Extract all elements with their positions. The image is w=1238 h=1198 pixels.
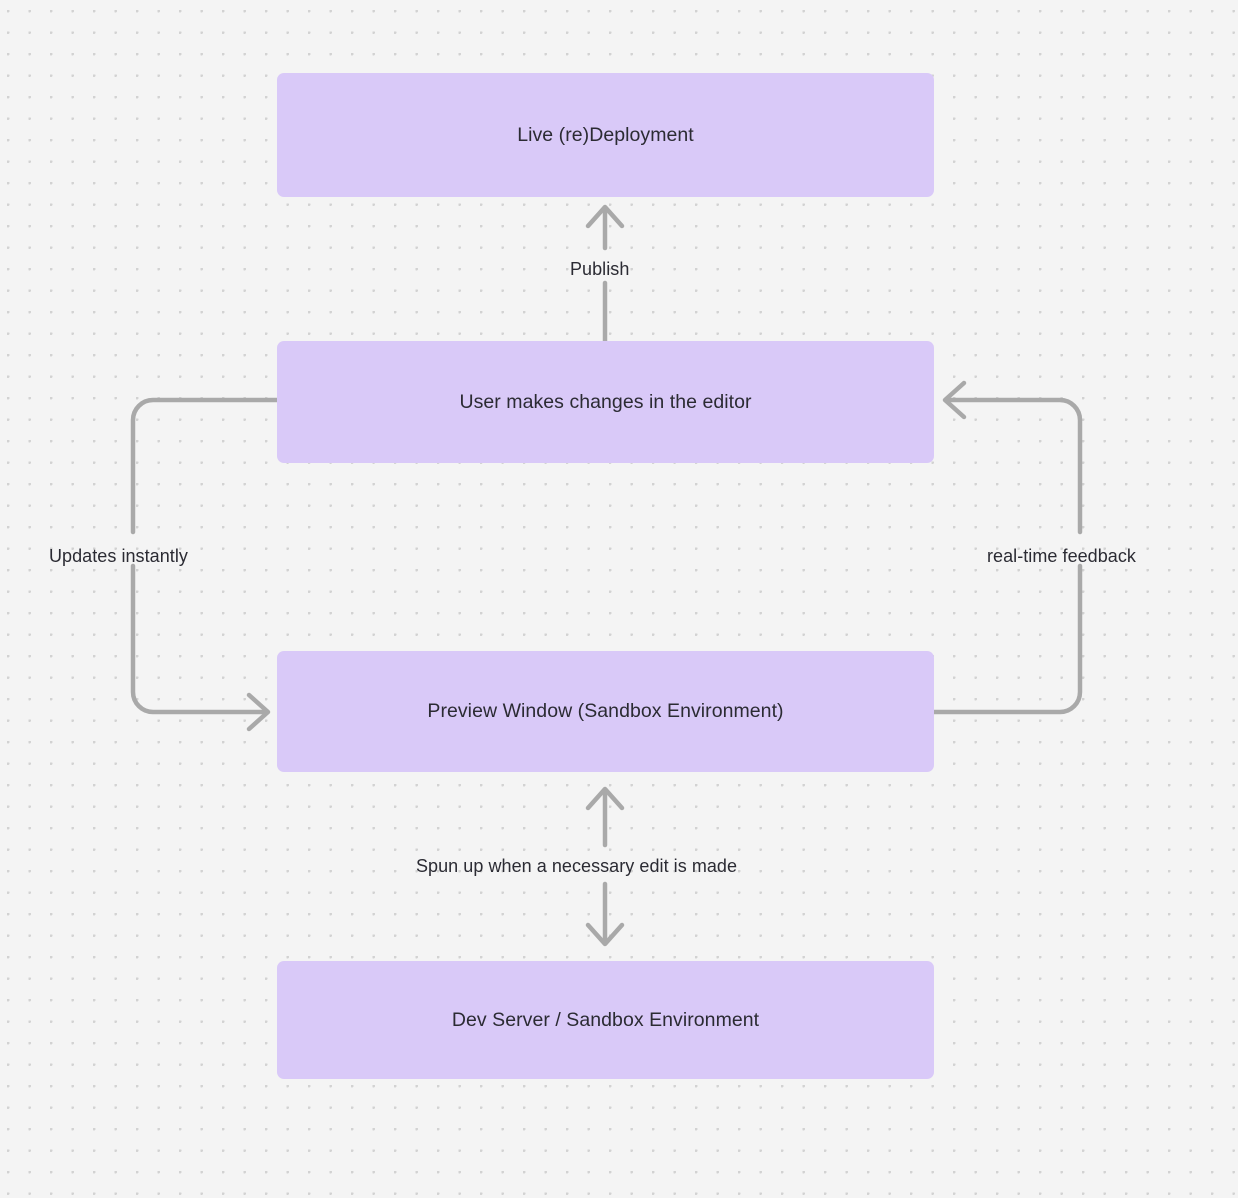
node-label: Dev Server / Sandbox Environment	[451, 1008, 760, 1031]
node-preview-window[interactable]: Preview Window (Sandbox Environment)	[277, 651, 934, 772]
node-label: Live (re)Deployment	[517, 123, 694, 146]
node-dev-server[interactable]: Dev Server / Sandbox Environment	[277, 961, 934, 1079]
edge-label-publish: Publish	[570, 259, 630, 279]
edge-label-real-time-feedback: real-time feedback	[987, 546, 1136, 566]
node-label: User makes changes in the editor	[459, 390, 752, 413]
edge-label-updates-instantly: Updates instantly	[49, 546, 188, 566]
node-live-redeployment[interactable]: Live (re)Deployment	[277, 73, 934, 197]
node-user-makes-changes[interactable]: User makes changes in the editor	[277, 341, 934, 463]
edge-label-spun-up: Spun up when a necessary edit is made	[416, 856, 738, 876]
node-label: Preview Window (Sandbox Environment)	[427, 700, 784, 723]
